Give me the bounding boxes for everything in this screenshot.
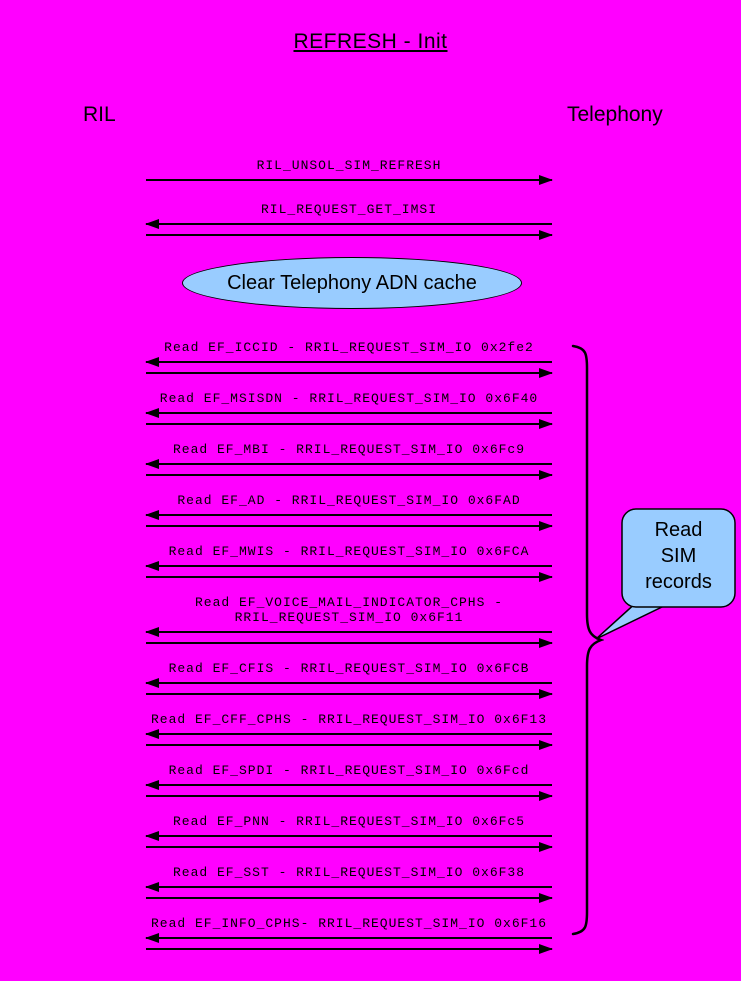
arrow-right <box>145 740 553 751</box>
arrow-right <box>145 638 553 649</box>
message: Read EF_ICCID - RRIL_REQUEST_SIM_IO 0x2f… <box>145 340 553 379</box>
arrow-shaft <box>146 525 552 527</box>
arrow-shaft <box>146 682 552 684</box>
arrow-shaft <box>146 412 552 414</box>
arrow-shaft <box>146 693 552 695</box>
message-label: Read EF_CFF_CPHS - RRIL_REQUEST_SIM_IO 0… <box>150 712 548 727</box>
arrow-shaft <box>146 179 552 181</box>
arrow-shaft <box>146 886 552 888</box>
arrow-right <box>145 521 553 532</box>
arrow-shaft <box>146 795 552 797</box>
arrow-right <box>145 689 553 700</box>
message: Read EF_MWIS - RRIL_REQUEST_SIM_IO 0x6FC… <box>145 544 553 583</box>
grouping-brace <box>571 344 604 936</box>
message: Read EF_CFIS - RRIL_REQUEST_SIM_IO 0x6FC… <box>145 661 553 700</box>
arrow-shaft <box>146 948 552 950</box>
arrow-shaft <box>146 576 552 578</box>
arrow-left <box>145 678 553 689</box>
arrow-right <box>145 230 553 241</box>
message-label: Read EF_MSISDN - RRIL_REQUEST_SIM_IO 0x6… <box>159 391 539 406</box>
message: Read EF_SST - RRIL_REQUEST_SIM_IO 0x6F38 <box>145 865 553 904</box>
arrow-left <box>145 729 553 740</box>
arrow-left <box>145 561 553 572</box>
arrow-right <box>145 175 553 186</box>
arrow-shaft <box>146 835 552 837</box>
message: Read EF_CFF_CPHS - RRIL_REQUEST_SIM_IO 0… <box>145 712 553 751</box>
note-text: Clear Telephony ADN cache <box>227 271 477 294</box>
arrow-left <box>145 627 553 638</box>
message-label: RIL_REQUEST_GET_IMSI <box>260 202 438 217</box>
arrow-shaft <box>146 361 552 363</box>
arrow-shaft <box>146 565 552 567</box>
arrow-left <box>145 831 553 842</box>
message: Read EF_MSISDN - RRIL_REQUEST_SIM_IO 0x6… <box>145 391 553 430</box>
arrow-shaft <box>146 474 552 476</box>
arrow-shaft <box>146 937 552 939</box>
message: RIL_UNSOL_SIM_REFRESH <box>145 158 553 186</box>
message-label: Read EF_SPDI - RRIL_REQUEST_SIM_IO 0x6Fc… <box>168 763 530 778</box>
message-label: Read EF_INFO_CPHS- RRIL_REQUEST_SIM_IO 0… <box>150 916 548 931</box>
message-label: Read EF_VOICE_MAIL_INDICATOR_CPHS - RRIL… <box>194 595 504 625</box>
arrow-shaft <box>146 372 552 374</box>
message: Read EF_VOICE_MAIL_INDICATOR_CPHS - RRIL… <box>145 595 553 649</box>
arrow-left <box>145 357 553 368</box>
arrow-shaft <box>146 733 552 735</box>
message: Read EF_AD - RRIL_REQUEST_SIM_IO 0x6FAD <box>145 493 553 532</box>
message-label: Read EF_MBI - RRIL_REQUEST_SIM_IO 0x6Fc9 <box>172 442 526 457</box>
message: Read EF_INFO_CPHS- RRIL_REQUEST_SIM_IO 0… <box>145 916 553 955</box>
arrow-shaft <box>146 846 552 848</box>
message: Read EF_SPDI - RRIL_REQUEST_SIM_IO 0x6Fc… <box>145 763 553 802</box>
message: Read EF_PNN - RRIL_REQUEST_SIM_IO 0x6Fc5 <box>145 814 553 853</box>
arrow-shaft <box>146 463 552 465</box>
arrow-left <box>145 882 553 893</box>
sim-read-message-group: Read EF_ICCID - RRIL_REQUEST_SIM_IO 0x2f… <box>145 340 553 967</box>
callout-bubble <box>595 508 736 640</box>
message-label: Read EF_SST - RRIL_REQUEST_SIM_IO 0x6F38 <box>172 865 526 880</box>
arrow-shaft <box>146 223 552 225</box>
handshake-message-group: RIL_UNSOL_SIM_REFRESH RIL_REQUEST_GET_IMS… <box>145 158 553 257</box>
message-label: Read EF_PNN - RRIL_REQUEST_SIM_IO 0x6Fc5 <box>172 814 526 829</box>
arrow-shaft <box>146 423 552 425</box>
arrow-shaft <box>146 744 552 746</box>
arrow-right <box>145 419 553 430</box>
message: RIL_REQUEST_GET_IMSI <box>145 202 553 241</box>
arrow-right <box>145 842 553 853</box>
arrow-shaft <box>146 784 552 786</box>
message-label: Read EF_ICCID - RRIL_REQUEST_SIM_IO 0x2f… <box>164 340 534 355</box>
arrow-left <box>145 780 553 791</box>
arrow-right <box>145 893 553 904</box>
arrow-right <box>145 368 553 379</box>
arrow-left <box>145 219 553 230</box>
arrow-left <box>145 933 553 944</box>
arrow-right <box>145 944 553 955</box>
arrow-right <box>145 791 553 802</box>
callout-text: Read SIM records <box>645 519 712 593</box>
message-label: Read EF_AD - RRIL_REQUEST_SIM_IO 0x6FAD <box>177 493 521 508</box>
diagram-title: REFRESH - Init <box>293 30 448 53</box>
actor-label-telephony: Telephony <box>567 103 663 126</box>
arrow-shaft <box>146 642 552 644</box>
arrow-shaft <box>146 514 552 516</box>
message-label: RIL_UNSOL_SIM_REFRESH <box>256 158 442 173</box>
arrow-shaft <box>146 897 552 899</box>
arrow-shaft <box>146 234 552 236</box>
arrow-left <box>145 408 553 419</box>
note-ellipse: Clear Telephony ADN cache <box>182 257 522 309</box>
actor-label-ril: RIL <box>83 103 116 126</box>
arrow-shaft <box>146 631 552 633</box>
arrow-left <box>145 459 553 470</box>
message: Read EF_MBI - RRIL_REQUEST_SIM_IO 0x6Fc9 <box>145 442 553 481</box>
arrow-left <box>145 510 553 521</box>
message-label: Read EF_CFIS - RRIL_REQUEST_SIM_IO 0x6FC… <box>168 661 530 676</box>
arrow-right <box>145 572 553 583</box>
arrow-right <box>145 470 553 481</box>
message-label: Read EF_MWIS - RRIL_REQUEST_SIM_IO 0x6FC… <box>168 544 530 559</box>
